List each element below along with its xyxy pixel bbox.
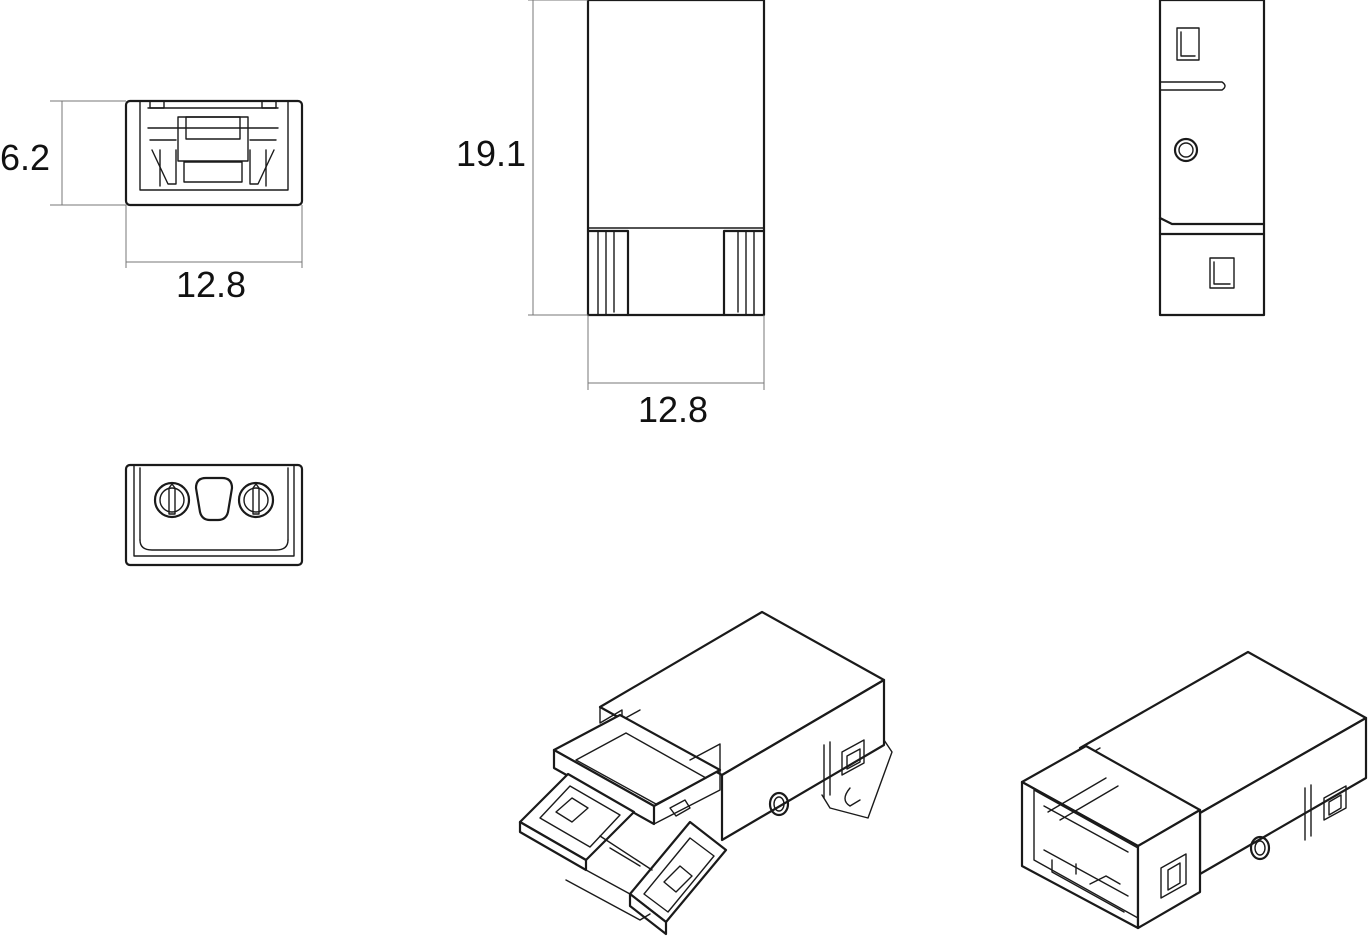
- top-height-dimension: [528, 0, 588, 316]
- top-width-label: 12.8: [638, 389, 708, 430]
- front-width-label: 12.8: [176, 264, 246, 305]
- top-height-label: 19.1: [456, 133, 526, 174]
- rear-view: [124, 463, 304, 567]
- isometric-closed-view: [1020, 650, 1368, 930]
- front-height-label: 6.2: [0, 137, 50, 178]
- isometric-open-view: [518, 610, 893, 936]
- front-height-dimension: [50, 100, 126, 206]
- top-view: [586, 0, 766, 317]
- front-width-dimension: [125, 205, 303, 268]
- side-view: [1158, 0, 1266, 317]
- top-width-dimension: [587, 315, 765, 390]
- front-view: [124, 99, 304, 207]
